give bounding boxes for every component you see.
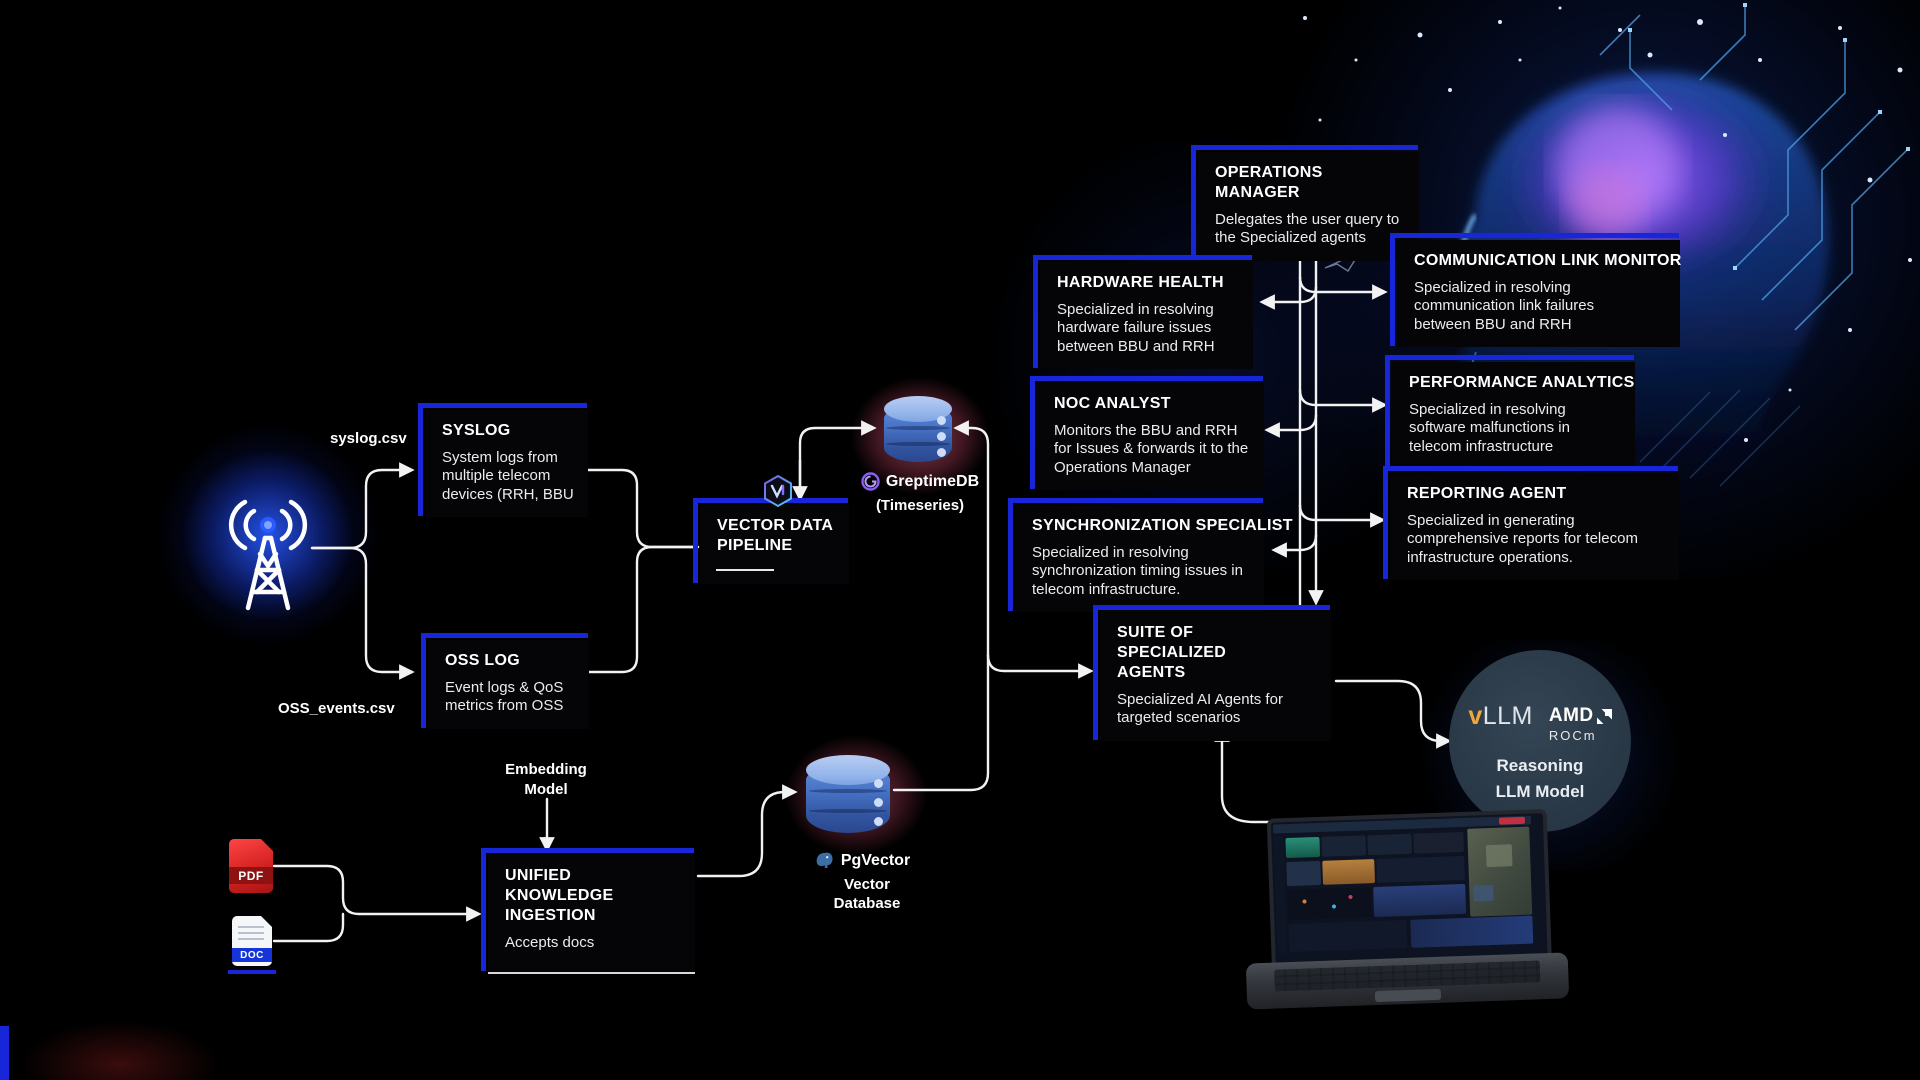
oss-file-label: OSS_events.csv [278,700,395,717]
vector-hexagon-icon [764,474,792,508]
wire-branch-performance [1298,388,1388,413]
node-synchronization-specialist: SYNCHRONIZATION SPECIALIST Specialized i… [1008,498,1293,612]
wire-branch-noc [1264,413,1318,438]
node-operations-manager: OPERATIONS MANAGER Delegates the user qu… [1191,145,1419,261]
wire-osslog-pipeline [576,545,700,674]
oss-log-title: OSS LOG [445,652,520,669]
suite-title: SUITE OF SPECIALIZED AGENTS [1117,624,1227,681]
pdf-file-icon: PDF [229,839,273,893]
reasoning-llm-label: Reasoning LLM Model [1495,756,1585,802]
laptop-screen [1266,808,1552,971]
node-unified-knowledge-ingestion: UNIFIED KNOWLEDGE INGESTION Accepts docs [481,848,695,974]
embedding-model-label: Embedding Model [505,761,587,798]
wire-branch-hardware [1259,285,1318,310]
greptimedb-label-block: GreptimeDB (Timeseries) [840,472,1000,514]
node-performance-analytics: PERFORMANCE ANALYTICS Specialized in res… [1385,355,1635,469]
node-vector-pipeline: VECTOR DATA PIPELINE [693,498,849,584]
node-noc-analyst: NOC ANALYST Monitors the BBU and RRH for… [1030,376,1264,490]
noc-analyst-title: NOC ANALYST [1054,395,1171,412]
greptimedb-subtitle: (Timeseries) [875,497,965,514]
wire-pdf-ingestion [272,864,482,922]
greptimedb-cylinder [884,396,952,462]
node-hardware-health: HARDWARE HEALTH Specialized in resolving… [1033,255,1253,369]
suite-body: Specialized AI Agents for targeted scena… [1117,691,1283,727]
node-oss-log: OSS LOG Event logs & QoS metrics from OS… [421,633,589,729]
wire-ingestion-pgvector [696,784,798,878]
performance-analytics-title: PERFORMANCE ANALYTICS [1409,374,1635,391]
pgvector-name: PgVector [840,851,911,869]
amd-arrow-icon [1596,708,1612,724]
operations-manager-body: Delegates the user query to the Speciali… [1215,211,1400,247]
wire-syslog-pipeline [576,468,700,549]
wire-branch-sync [1271,533,1318,558]
postgresql-elephant-icon [816,852,833,868]
node-syslog: SYSLOG System logs from multiple telecom… [418,403,588,517]
node-communication-link-monitor: COMMUNICATION LINK MONITOR Specialized i… [1390,233,1682,347]
ingestion-body: Accepts docs [505,934,595,951]
communication-link-monitor-title: COMMUNICATION LINK MONITOR [1414,252,1682,269]
performance-analytics-body: Specialized in resolving software malfun… [1409,401,1570,455]
wire-laptop-suite [1214,726,1296,824]
corner-blue-bar [0,1026,9,1080]
node-reporting-agent: REPORTING AGENT Specialized in generatin… [1383,466,1679,580]
wire-branch-commlink [1298,275,1388,300]
reporting-agent-body: Specialized in generating comprehensive … [1407,512,1638,566]
node-suite-of-specialized-agents: SUITE OF SPECIALIZED AGENTS Specialized … [1093,605,1331,741]
laptop-dashboard [1241,806,1570,1013]
laptop-base [1245,952,1570,1010]
greptimedb-logo-icon [861,472,880,491]
vector-pipeline-underline [716,569,774,571]
synchronization-specialist-body: Specialized in resolving synchronization… [1032,544,1243,598]
doc-icon-label: DOC [232,948,272,962]
syslog-body: System logs from multiple telecom device… [442,449,574,503]
greptimedb-name: GreptimeDB [885,472,980,490]
amd-wordmark: AMD [1548,705,1594,726]
pgvector-cylinder [806,755,890,833]
oss-log-body: Event logs & QoS metrics from OSS [445,679,564,715]
doc-icon-underline [228,970,276,974]
pdf-icon-label: PDF [229,867,273,884]
pgvector-label-block: PgVector Vector Database [792,850,932,914]
vector-pipeline-title: VECTOR DATA PIPELINE [717,517,833,554]
communication-link-monitor-body: Specialized in resolving communication l… [1414,279,1595,333]
reporting-agent-title: REPORTING AGENT [1407,485,1567,502]
syslog-title: SYSLOG [442,422,511,439]
wire-suite-llm [1334,679,1452,749]
telecom-tower-icon [228,499,308,611]
noc-analyst-body: Monitors the BBU and RRH for Issues & fo… [1054,422,1249,476]
synchronization-specialist-title: SYNCHRONIZATION SPECIALIST [1032,517,1293,534]
rocm-wordmark: ROCm [1548,728,1597,743]
vllm-logo: vLLM [1468,702,1533,730]
hardware-health-body: Specialized in resolving hardware failur… [1057,301,1215,355]
wire-branch-reporting [1298,503,1386,528]
syslog-file-label: syslog.csv [330,430,407,447]
doc-file-icon: DOC [232,916,272,966]
pgvector-subtitle: Vector Database [833,876,901,912]
wire-rail-suite [986,653,1094,679]
operations-manager-title: OPERATIONS MANAGER [1215,164,1323,201]
hardware-health-title: HARDWARE HEALTH [1057,274,1224,291]
ingestion-title: UNIFIED KNOWLEDGE INGESTION [505,867,614,924]
reasoning-llm-circle: vLLM AMD ROCm Reasoning LLM Model [1449,650,1631,832]
wire-pipeline-greptime [798,420,877,504]
amd-rocm-logo: AMD ROCm [1549,705,1612,743]
wire-doc-ingestion [272,912,345,943]
